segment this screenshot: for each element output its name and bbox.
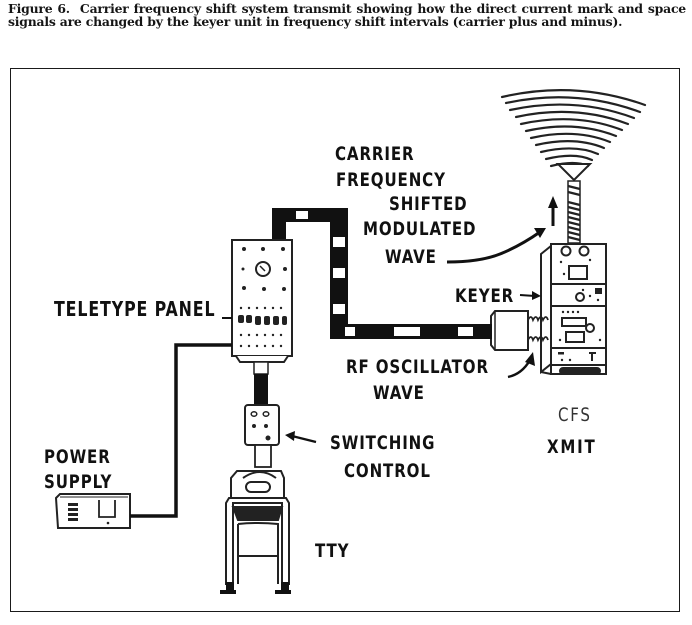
teletype-panel-icon [222,239,293,363]
arrow-up-icon [548,196,558,226]
label-carrier: CARRIER [335,143,415,165]
teletype-machine-icon [225,470,290,585]
antenna-radiation-icon [500,89,647,168]
figure-label: Figure 6. [8,1,70,16]
power-cable [130,343,232,518]
label-rf-oscillator: RF OSCILLATOR [346,356,489,378]
label-teletype-panel: TELETYPE PANEL [54,297,216,321]
cfs-transmitter-dots [558,258,602,362]
label-switching: SWITCHING [330,432,436,454]
label-cfs: CFS [558,404,592,426]
rf-oscillator-arrow-icon [507,352,535,379]
label-shifted: SHIFTED [389,193,468,215]
label-control: CONTROL [344,460,431,482]
label-rf-oscillator-wave: WAVE [373,382,425,404]
cfs-transmitter-icon [540,243,607,375]
label-power: POWER [44,446,111,468]
label-tty: TTY [315,540,350,562]
label-modulated: MODULATED [363,218,477,240]
modulated-wave-arrow-icon [446,228,546,264]
label-frequency: FREQUENCY [336,169,446,191]
label-keyer: KEYER [455,285,515,307]
diagram-frame [10,68,680,612]
switching-control-arrow-icon [285,431,317,444]
keyer-arrow-icon [519,291,541,300]
panel-switch-cable [253,361,269,406]
figure-caption-text: Carrier frequency shift system transmit … [8,1,686,29]
label-supply: SUPPLY [44,471,113,493]
teletype-feet [220,582,291,594]
carrier-frequency-cable [272,208,492,339]
label-xmit: XMIT [547,436,597,458]
power-supply-icon [54,493,131,529]
keyer-connector-icon [490,310,549,351]
label-wave: WAVE [385,246,437,268]
antenna-icon [555,163,593,244]
figure-caption: Figure 6. Carrier frequency shift system… [8,1,686,29]
switching-control-icon [244,404,280,468]
